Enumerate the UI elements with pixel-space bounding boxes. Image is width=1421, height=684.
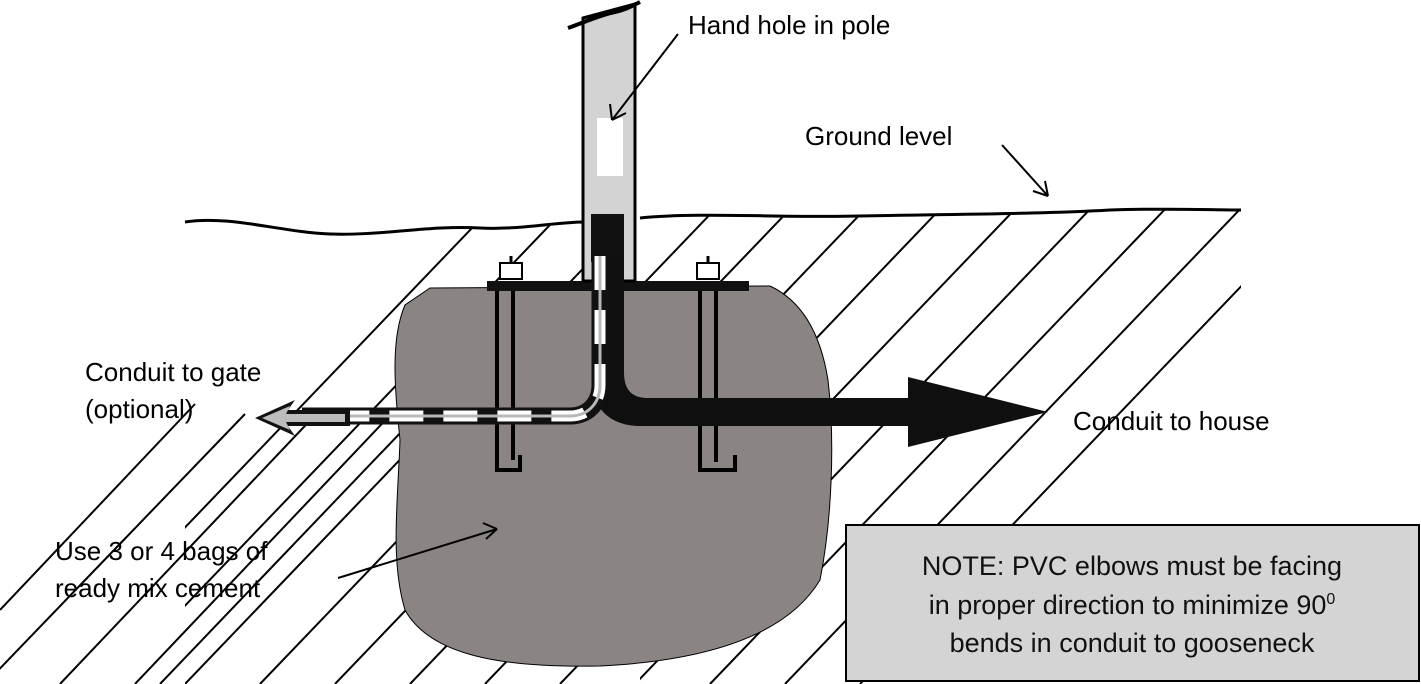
concrete-footing: [394, 285, 833, 667]
conduit-to-gate: [255, 256, 609, 436]
pole: [567, 0, 641, 283]
note-line3: bends in conduit to gooseneck: [950, 628, 1315, 658]
hand-hole: [597, 118, 623, 176]
leader-lines: [337, 33, 1049, 579]
note-line2-text: in proper direction to minimize 90: [929, 590, 1327, 620]
note-line1: NOTE: PVC elbows must be facing: [922, 551, 1342, 581]
anchor-bolt-right: [696, 256, 737, 472]
label-conduit-to-gate: Conduit to gate: [85, 357, 261, 387]
label-cement-line1: Use 3 or 4 bags of: [55, 536, 268, 566]
ground-line: [184, 207, 1242, 236]
note-box: NOTE: PVC elbows must be facing in prope…: [845, 524, 1420, 682]
note-degree-sup: 0: [1326, 591, 1335, 608]
label-conduit-to-house: Conduit to house: [1073, 406, 1270, 436]
label-conduit-optional: (optional): [85, 394, 193, 424]
anchor-bolt-left: [495, 256, 523, 472]
label-hand-hole: Hand hole in pole: [688, 10, 890, 40]
label-ground-level: Ground level: [805, 121, 952, 151]
note-line2: in proper direction to minimize 900: [929, 590, 1336, 620]
conduit-to-house: [593, 256, 1048, 447]
label-cement-line2: ready mix cement: [55, 573, 261, 603]
